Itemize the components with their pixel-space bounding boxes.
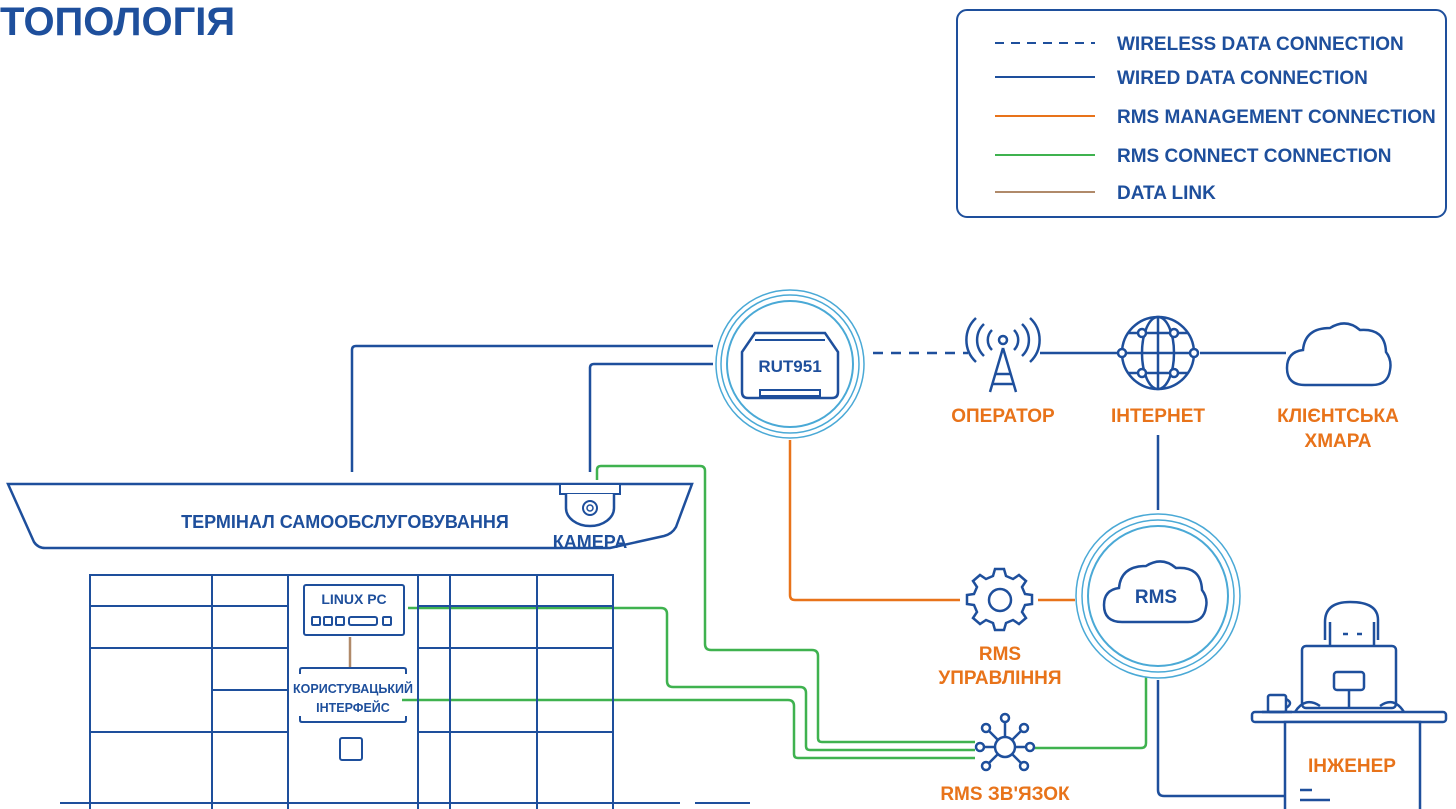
pc-drive-slot xyxy=(348,616,378,626)
ui-label-1: КОРИСТУВАЦЬКИЙ xyxy=(293,681,413,696)
rms-management-icon xyxy=(965,567,1034,632)
globe-node-4 xyxy=(1168,367,1180,379)
desk-top xyxy=(1250,710,1448,724)
router-label: RUT951 xyxy=(758,357,821,376)
client-cloud-label-1: КЛІЄНТСЬКА xyxy=(1277,406,1399,427)
hub-node-7 xyxy=(1018,760,1030,772)
terminal: ТЕРМІНАЛ САМООБСЛУГОВУВАННЯ КАМЕРА xyxy=(6,482,750,809)
router-icon xyxy=(740,331,840,400)
locker-outline xyxy=(89,574,614,809)
linux-pc-box xyxy=(303,584,405,636)
rms-ring-inner xyxy=(1087,525,1229,667)
rms-ring-mid xyxy=(1081,519,1235,673)
wave-left-2 xyxy=(975,323,985,357)
rms-node: RMS xyxy=(1075,513,1241,679)
linux-pc-label: LINUX PC xyxy=(321,591,386,607)
camera-label: КАМЕРА xyxy=(553,532,627,552)
camera-icon xyxy=(564,494,616,528)
legend-box xyxy=(956,9,1447,218)
rms-management-label-2: УПРАВЛІННЯ xyxy=(938,668,1061,689)
pc-port-4 xyxy=(382,616,392,626)
globe-node-6 xyxy=(1188,347,1200,359)
hub-center xyxy=(993,735,1017,759)
rms-connect-icon xyxy=(974,712,1036,772)
globe-node-2 xyxy=(1168,327,1180,339)
camera-lens-inner xyxy=(586,504,594,512)
legend-label-wireless: WIRELESS DATA CONNECTION xyxy=(1117,34,1404,55)
router-ring-inner xyxy=(726,300,854,428)
wave-right-1 xyxy=(1013,329,1020,351)
ui-bracket-top xyxy=(299,667,407,674)
hub-node-4 xyxy=(974,741,986,753)
camera-mount xyxy=(559,483,621,495)
legend-label-management: RMS MANAGEMENT CONNECTION xyxy=(1117,107,1436,128)
hub-node-5 xyxy=(1024,741,1036,753)
hub-node-2 xyxy=(999,712,1011,724)
wired-terminal-router xyxy=(350,344,713,472)
mgmt-router-gear xyxy=(788,440,960,602)
globe-node-1 xyxy=(1136,327,1148,339)
gear-icon xyxy=(965,567,1034,632)
rms-management-label-1: RMS xyxy=(979,644,1021,665)
globe-node-3 xyxy=(1136,367,1148,379)
router-icon-base xyxy=(759,389,821,397)
wave-right-3 xyxy=(1029,317,1041,363)
internet-label: ІНТЕРНЕТ xyxy=(1111,406,1205,427)
hub-node-3 xyxy=(1018,722,1030,734)
globe-node-5 xyxy=(1116,347,1128,359)
hub-node-1 xyxy=(980,722,992,734)
rms-connect-label: RMS ЗВ'ЯЗОК xyxy=(940,784,1070,805)
engineer-figure xyxy=(1250,600,1448,809)
operator-label: ОПЕРАТОР xyxy=(951,406,1055,427)
connect-ui xyxy=(402,698,975,760)
ui-bracket-bottom xyxy=(299,716,407,723)
wave-left-3 xyxy=(965,317,977,363)
desk-drawer xyxy=(1283,720,1422,809)
ui-label-2: ІНТЕРФЕЙС xyxy=(316,700,390,715)
camera-lens xyxy=(582,500,598,516)
client-cloud-icon xyxy=(1285,322,1392,387)
connect-linuxpc xyxy=(408,606,975,752)
linux-pc-ports xyxy=(311,616,392,626)
legend-label-wired: WIRED DATA CONNECTION xyxy=(1117,68,1368,89)
rms-ring-outer xyxy=(1075,513,1241,679)
terminal-label: ТЕРМІНАЛ САМООБСЛУГОВУВАННЯ xyxy=(181,512,509,532)
connect-camera xyxy=(595,464,975,744)
locker-body xyxy=(60,574,750,809)
wave-right-2 xyxy=(1021,323,1031,357)
tower-antenna xyxy=(997,334,1009,346)
engineer-hair xyxy=(1323,600,1380,640)
wired-camera-router xyxy=(588,362,713,472)
pc-port-2 xyxy=(323,616,333,626)
wired-rms-engineer xyxy=(1156,680,1285,798)
cup-icon xyxy=(1266,693,1288,714)
pc-port-1 xyxy=(311,616,321,626)
cup-handle xyxy=(1285,697,1292,710)
tower-leg-right xyxy=(1001,347,1018,393)
wave-left-1 xyxy=(986,329,993,351)
operator-icon xyxy=(965,317,1041,393)
gear-hub xyxy=(987,587,1013,613)
router-node: RUT951 xyxy=(715,289,865,439)
rms-cloud-icon xyxy=(1102,560,1208,624)
legend-label-datalink: DATA LINK xyxy=(1117,183,1216,204)
page-title: ТОПОЛОГІЯ xyxy=(0,0,235,44)
engineer-label: ІНЖЕНЕР xyxy=(1308,756,1396,777)
terminal-roof xyxy=(6,482,694,550)
legend-label-connect: RMS CONNECT CONNECTION xyxy=(1117,146,1391,167)
ui-keypad xyxy=(339,737,363,761)
client-cloud-label-2: ХМАРА xyxy=(1305,431,1372,452)
internet-icon xyxy=(1116,315,1200,391)
rms-label: RMS xyxy=(1135,587,1177,608)
router-ring-mid xyxy=(720,294,860,434)
engineer-hands xyxy=(1293,700,1406,713)
connect-hub-rms xyxy=(1035,675,1148,750)
legend: WIRELESS DATA CONNECTION WIRED DATA CONN… xyxy=(956,9,1447,218)
tower-leg-left xyxy=(988,347,1005,393)
connections xyxy=(348,344,1286,798)
hub-node-6 xyxy=(980,760,992,772)
pc-port-3 xyxy=(335,616,345,626)
